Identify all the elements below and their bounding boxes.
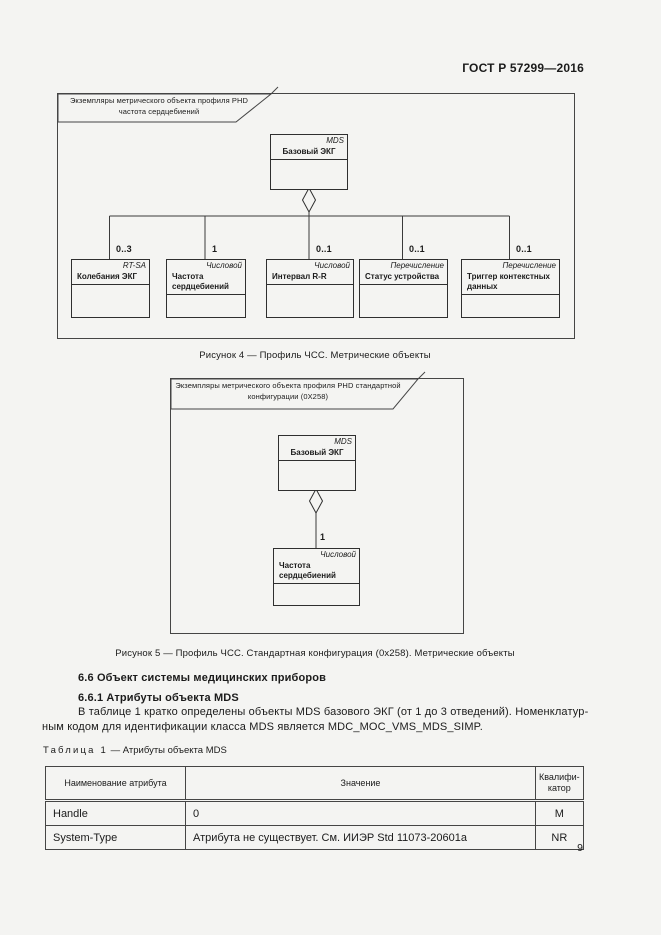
cell-qualifier: NR — [535, 825, 584, 850]
uml-class-head: Перечисление Триггер контекстных данных — [462, 260, 559, 295]
uml-class-head: Числовой Частота сердцебиений — [167, 260, 245, 295]
uml-class-heart-rate: Числовой Частота сердцебиений — [273, 548, 360, 606]
section-subheading: 6.6.1 Атрибуты объекта MDS — [78, 692, 239, 704]
table-title: Таблица 1 — Атрибуты объекта MDS — [43, 745, 227, 756]
figure5-caption: Рисунок 5 — Профиль ЧСС. Стандартная кон… — [115, 648, 515, 659]
uml-class-head: Перечисление Статус устройства — [360, 260, 447, 285]
multiplicity-label: 0..3 — [116, 244, 132, 254]
aggregation-connector-lines — [109, 212, 510, 259]
multiplicity-label: 0..1 — [516, 244, 532, 254]
page-number: 9 — [577, 842, 583, 854]
frame-tab-shape — [57, 93, 273, 123]
multiplicity-label: 0..1 — [316, 244, 332, 254]
uml-class-empty-compartment — [279, 461, 355, 490]
uml-class-empty-compartment — [462, 295, 559, 317]
figure5-frame-label: Экземпляры метрического объекта профиля … — [173, 381, 403, 403]
body-paragraph: В таблице 1 кратко определены объекты MD… — [42, 705, 610, 734]
attributes-table: Наименование атрибута Значение Квалифи-к… — [45, 766, 584, 850]
stereotype-label: Числовой — [320, 550, 356, 559]
uml-class-rr-interval: Числовой Интервал R-R — [266, 259, 354, 318]
stereotype-label: Перечисление — [502, 261, 556, 270]
cell-attribute: Handle — [45, 800, 186, 826]
frame-tab-fold-icon — [417, 371, 426, 380]
uml-class-empty-compartment — [360, 285, 447, 317]
uml-class-head: MDS Базовый ЭКГ — [271, 135, 347, 160]
aggregation-diamond-icon — [301, 186, 317, 214]
frame-tab-fold-icon — [270, 86, 279, 95]
class-name: Частота сердцебиений — [172, 271, 229, 291]
column-header-attribute: Наименование атрибута — [45, 766, 186, 802]
uml-class-head: Числовой Интервал R-R — [267, 260, 353, 285]
uml-class-empty-compartment — [274, 584, 359, 605]
cell-value: Атрибута не существует. См. ИИЭР Std 110… — [185, 825, 536, 850]
table-title-label: Таблица 1 — [43, 745, 108, 756]
stereotype-label: MDS — [326, 136, 344, 145]
table-header-row: Наименование атрибута Значение Квалифи-к… — [45, 766, 584, 802]
cell-value: 0 — [185, 800, 536, 826]
section-heading: 6.6 Объект системы медицинских приборов — [78, 672, 327, 684]
multiplicity-label: 0..1 — [409, 244, 425, 254]
class-name: Колебания ЭКГ — [77, 271, 138, 281]
class-name: Частота сердцебиений — [279, 560, 336, 580]
aggregation-diamond-icon — [308, 487, 324, 515]
uml-class-head: RT-SA Колебания ЭКГ — [72, 260, 149, 285]
class-name: Базовый ЭКГ — [282, 146, 336, 156]
uml-class-head: Числовой Частота сердцебиений — [274, 549, 359, 584]
frame-label-line2: конфигурации (0X258) — [247, 391, 329, 401]
frame-label-line1: Экземпляры метрического объекта профиля … — [175, 381, 401, 390]
frame-tab-shape — [170, 378, 420, 410]
table-title-text: — Атрибуты объекта MDS — [110, 745, 227, 756]
stereotype-label: MDS — [334, 437, 352, 446]
stereotype-label: Перечисление — [390, 261, 444, 270]
uml-class-mds: MDS Базовый ЭКГ — [278, 435, 356, 491]
uml-class-empty-compartment — [167, 295, 245, 317]
uml-class-mds: MDS Базовый ЭКГ — [270, 134, 348, 190]
uml-class-empty-compartment — [72, 285, 149, 317]
cell-attribute: System-Type — [45, 825, 186, 850]
table-row: Handle 0 M — [45, 800, 584, 826]
uml-class-device-status: Перечисление Статус устройства — [359, 259, 448, 318]
column-header-qualifier: Квалифи-катор — [535, 766, 584, 802]
paragraph-line: В таблице 1 кратко определены объекты MD… — [78, 706, 589, 718]
figure4-frame: Экземпляры метрического объекта профиля … — [57, 86, 575, 339]
multiplicity-label: 1 — [320, 532, 326, 542]
class-name: Статус устройства — [365, 271, 440, 281]
uml-class-empty-compartment — [271, 160, 347, 189]
stereotype-label: Числовой — [314, 261, 350, 270]
uml-class-context-trigger: Перечисление Триггер контекстных данных — [461, 259, 560, 318]
class-name: Интервал R-R — [272, 271, 327, 281]
figure5-frame: Экземпляры метрического объекта профиля … — [170, 371, 464, 634]
stereotype-label: Числовой — [206, 261, 242, 270]
figure5-diagram-lines — [170, 371, 426, 548]
uml-class-empty-compartment — [267, 285, 353, 317]
uml-class-heart-rate: Числовой Частота сердцебиений — [166, 259, 246, 318]
multiplicity-label: 1 — [212, 244, 218, 254]
class-name: Базовый ЭКГ — [290, 447, 344, 457]
uml-class-head: MDS Базовый ЭКГ — [279, 436, 355, 461]
column-header-value: Значение — [185, 766, 536, 802]
cell-qualifier: M — [535, 800, 584, 826]
paragraph-line: ным кодом для идентификации класса MDS я… — [42, 720, 483, 733]
class-name: Триггер контекстных данных — [467, 271, 550, 291]
uml-class-ecg-fluctuations: RT-SA Колебания ЭКГ — [71, 259, 150, 318]
figure4-frame-label: Экземпляры метрического объекта профиля … — [60, 96, 258, 118]
figure4-caption: Рисунок 4 — Профиль ЧСС. Метрические объ… — [199, 350, 431, 361]
table-row: System-Type Атрибута не существует. См. … — [45, 825, 584, 850]
stereotype-label: RT-SA — [122, 261, 146, 270]
figure4-diagram-lines — [57, 86, 510, 259]
frame-label-line2: частота сердцебиений — [118, 106, 200, 116]
frame-label-line1: Экземпляры метрического объекта профиля … — [69, 96, 249, 105]
document-header: ГОСТ Р 57299—2016 — [462, 61, 584, 75]
